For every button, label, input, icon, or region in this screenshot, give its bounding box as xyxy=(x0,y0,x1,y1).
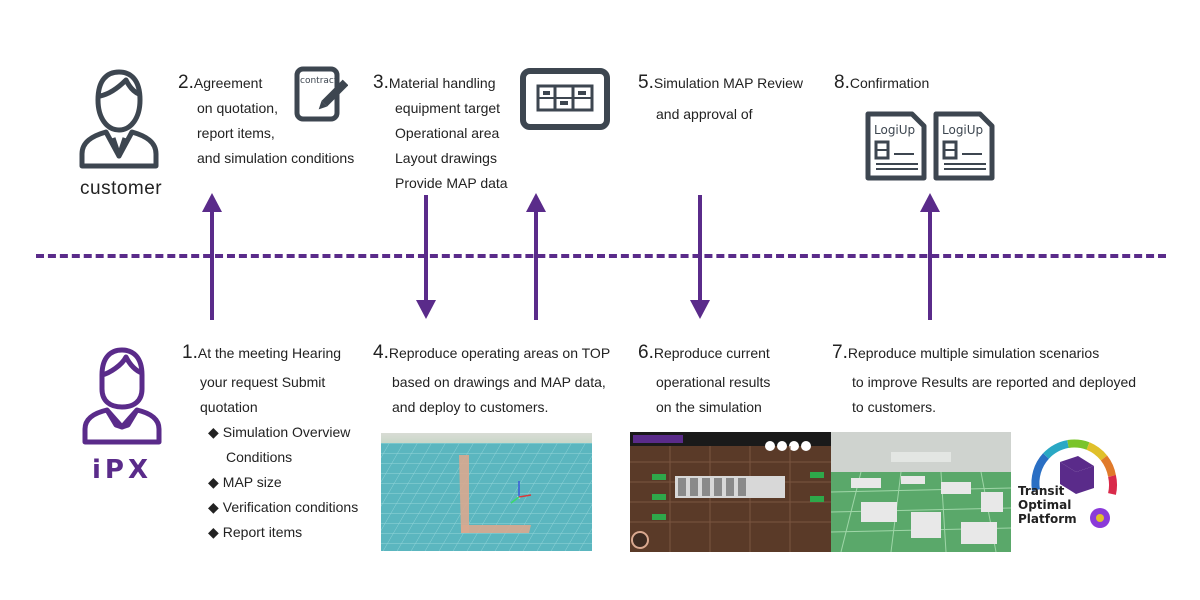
step-4: 4. Reproduce operating areas on TOP base… xyxy=(373,340,610,420)
step-1-line-3: quotation xyxy=(200,399,258,415)
step-4-number: 4 xyxy=(373,342,384,363)
step-6-line-2: operational results xyxy=(656,374,771,390)
step-2: 2. Agreement on quotation, report items,… xyxy=(178,70,354,171)
step-6-line-1: Reproduce current xyxy=(653,345,770,361)
transit-optimal-platform-logo: Transit Optimal Platform xyxy=(1016,432,1124,544)
list-item: ◆MAP size xyxy=(208,474,282,490)
step-3-number: 3 xyxy=(373,72,384,93)
simulation-current-image xyxy=(630,432,831,552)
report-icon-label-2: LogiUp xyxy=(942,123,983,137)
report-document-icon: LogiUp xyxy=(864,110,928,182)
report-icon-label-1: LogiUp xyxy=(874,123,915,137)
customer-label: customer xyxy=(80,178,163,199)
step-7-line-3: to customers. xyxy=(852,399,937,415)
step-7-line-1: Reproduce multiple simulation scenarios xyxy=(847,345,1100,361)
ipx-person-icon xyxy=(80,345,164,445)
step-8-line-1: Confirmation xyxy=(849,75,930,91)
step-2-line-2: on quotation, xyxy=(197,100,278,116)
map-reproduction-image xyxy=(381,433,592,551)
list-item: Conditions xyxy=(226,449,293,465)
step-5: 5. Simulation MAP Review and approval of xyxy=(638,70,803,127)
contract-icon: contract xyxy=(294,66,349,124)
step-1-bullets: ◆Simulation Overview Conditions ◆MAP siz… xyxy=(182,420,358,545)
logo-text: Transit Optimal Platform xyxy=(1018,484,1077,526)
list-item: ◆Simulation Overview xyxy=(208,424,351,440)
step-1: 1. At the meeting Hearing your request S… xyxy=(182,340,358,545)
step-3-line-2: equipment target xyxy=(395,100,501,116)
step-6-line-3: on the simulation xyxy=(656,399,762,415)
contract-icon-label: contract xyxy=(300,76,338,86)
customer-person-icon xyxy=(76,66,162,170)
step-2-number: 2 xyxy=(178,72,189,93)
step-3-line-1: Material handling xyxy=(388,75,496,91)
step-7: 7 . Reproduce multiple simulation scenar… xyxy=(832,340,1136,420)
step-1-line-1: At the meeting Hearing xyxy=(197,345,342,361)
list-item: ◆Verification conditions xyxy=(208,499,359,515)
step-3-line-4: Layout drawings xyxy=(395,150,497,166)
step-5-line-1: Simulation MAP Review xyxy=(653,75,803,91)
arrow-down-3 xyxy=(416,195,436,319)
arrow-down-5 xyxy=(690,195,710,319)
step-8-number: 8 xyxy=(834,72,845,93)
step-2-line-3: report items, xyxy=(197,125,275,141)
step-1-line-2: your request Submit xyxy=(200,374,326,390)
step-3: 3. Material handling equipment target Op… xyxy=(373,70,508,196)
step-6: 6. Reproduce current operational results… xyxy=(638,340,770,420)
ipx-logo-label: iPX xyxy=(92,455,153,485)
step-5-number: 5 xyxy=(638,72,649,93)
step-6-number: 6 xyxy=(638,342,649,363)
step-7-number: 7 xyxy=(832,342,843,363)
step-8: 8 . Confirmation xyxy=(834,70,929,96)
report-document-icon: LogiUp xyxy=(932,110,996,182)
arrow-up-4 xyxy=(526,193,546,320)
step-3-line-5: Provide MAP data xyxy=(395,175,508,191)
step-4-line-3: and deploy to customers. xyxy=(392,399,549,415)
timeline-divider xyxy=(36,254,1166,258)
step-4-line-2: based on drawings and MAP data, xyxy=(392,374,606,390)
step-7-line-2: to improve Results are reported and depl… xyxy=(852,374,1137,390)
list-item: ◆Report items xyxy=(208,524,303,540)
step-1-number: 1 xyxy=(182,342,193,363)
step-5-line-2: and approval of xyxy=(656,106,753,122)
simulation-scenario-image xyxy=(831,432,1011,552)
arrow-up-7 xyxy=(920,193,940,320)
step-2-line-1: Agreement xyxy=(193,75,263,91)
arrow-up-1 xyxy=(202,193,222,320)
step-2-line-4: and simulation conditions xyxy=(197,150,355,166)
layout-drawing-icon xyxy=(520,68,610,130)
step-3-line-3: Operational area xyxy=(395,125,500,141)
step-4-line-1: Reproduce operating areas on TOP xyxy=(388,345,611,361)
